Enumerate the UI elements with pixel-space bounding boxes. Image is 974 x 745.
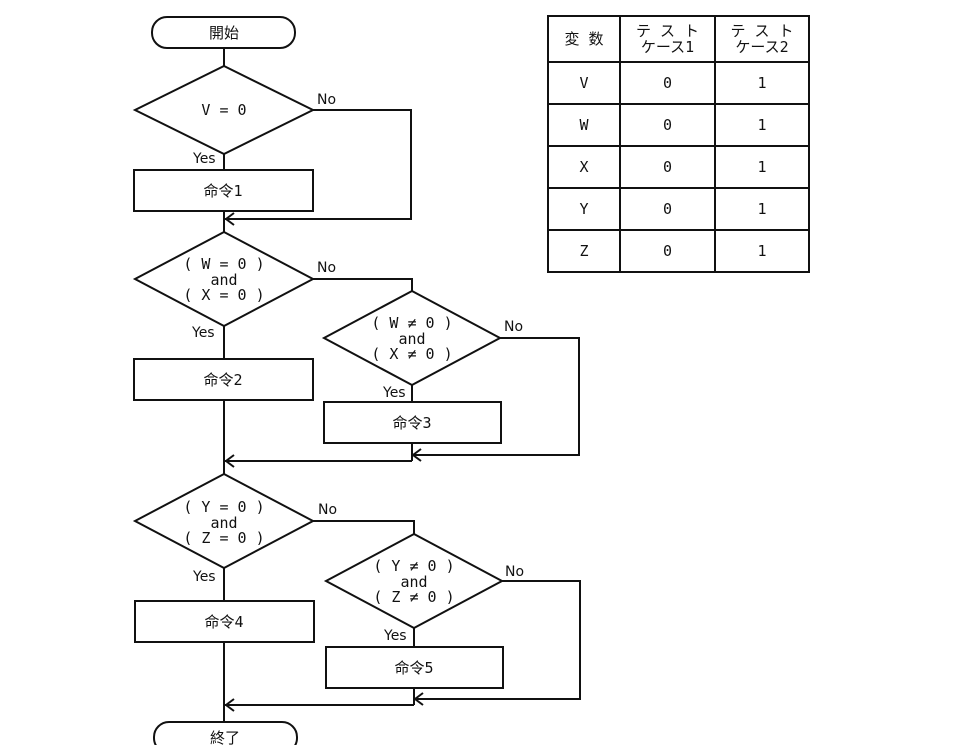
table-row: Y 0 1 bbox=[547, 187, 810, 231]
instruction-2-box: 命令2 bbox=[133, 358, 314, 401]
decision-text: ( Y ≠ 0 ) bbox=[373, 557, 454, 575]
yes-label: Yes bbox=[382, 385, 406, 401]
yes-label: Yes bbox=[192, 151, 216, 167]
arrow-head bbox=[224, 212, 235, 226]
decision-y-and-z-nonzero: ( Y ≠ 0 ) and ( Z ≠ 0 ) bbox=[323, 532, 505, 630]
instruction-label: 命令2 bbox=[203, 371, 242, 389]
decision-text: ( X = 0 ) bbox=[183, 286, 264, 304]
no-branch-line bbox=[224, 109, 412, 220]
table-row: X 0 1 bbox=[547, 145, 810, 189]
arrow-head bbox=[413, 692, 424, 706]
header-variable: 変 数 bbox=[547, 15, 621, 63]
instruction-label: 命令4 bbox=[204, 613, 243, 631]
instruction-4-box: 命令4 bbox=[134, 600, 315, 643]
table-row: W 0 1 bbox=[547, 103, 810, 147]
yes-label: Yes bbox=[383, 628, 407, 644]
no-label: No bbox=[318, 502, 337, 518]
start-label: 開始 bbox=[209, 24, 239, 42]
yes-label: Yes bbox=[191, 325, 215, 341]
end-label: 終了 bbox=[210, 729, 240, 745]
value-cell: 1 bbox=[714, 61, 810, 105]
decision-text: ( Z ≠ 0 ) bbox=[373, 588, 454, 606]
no-branch-line bbox=[313, 520, 415, 534]
decision-text: ( Y = 0 ) bbox=[183, 498, 264, 516]
arrow-head bbox=[224, 698, 235, 712]
table-row: V 0 1 bbox=[547, 61, 810, 105]
decision-text: and bbox=[210, 514, 237, 532]
variable-cell: X bbox=[547, 145, 621, 189]
decision-text: V = 0 bbox=[201, 101, 246, 119]
start-terminal: 開始 bbox=[151, 16, 296, 49]
decision-text: ( W = 0 ) bbox=[183, 255, 264, 273]
arrow-head bbox=[224, 454, 235, 468]
end-terminal: 終了 bbox=[153, 721, 298, 745]
value-cell: 1 bbox=[714, 145, 810, 189]
value-cell: 0 bbox=[619, 61, 716, 105]
decision-text: ( X ≠ 0 ) bbox=[371, 345, 452, 363]
value-cell: 0 bbox=[619, 103, 716, 147]
no-label: No bbox=[317, 92, 336, 108]
table-header-row: 変 数 テ ス ト ケース1 テ ス ト ケース2 bbox=[547, 15, 810, 63]
header-test-case-2: テ ス ト ケース2 bbox=[714, 15, 810, 63]
header-test-case-1: テ ス ト ケース1 bbox=[619, 15, 716, 63]
instruction-label: 命令1 bbox=[203, 182, 242, 200]
value-cell: 1 bbox=[714, 103, 810, 147]
value-cell: 1 bbox=[714, 229, 810, 273]
no-label: No bbox=[505, 564, 524, 580]
test-case-table: 変 数 テ ス ト ケース1 テ ス ト ケース2 V 0 1 W 0 1 X … bbox=[547, 15, 810, 273]
value-cell: 0 bbox=[619, 229, 716, 273]
decision-text: ( W ≠ 0 ) bbox=[371, 314, 452, 332]
instruction-3-box: 命令3 bbox=[323, 401, 502, 444]
arrow-head bbox=[411, 448, 422, 462]
decision-text: ( Z = 0 ) bbox=[183, 529, 264, 547]
value-cell: 1 bbox=[714, 187, 810, 231]
instruction-label: 命令5 bbox=[394, 659, 433, 677]
table-row: Z 0 1 bbox=[547, 229, 810, 273]
no-label: No bbox=[317, 260, 336, 276]
no-branch-line bbox=[414, 580, 581, 700]
variable-cell: Z bbox=[547, 229, 621, 273]
instruction-label: 命令3 bbox=[392, 414, 431, 432]
variable-cell: V bbox=[547, 61, 621, 105]
decision-y-and-z-zero: ( Y = 0 ) and ( Z = 0 ) bbox=[132, 472, 316, 570]
no-branch-line bbox=[313, 278, 413, 291]
variable-cell: Y bbox=[547, 187, 621, 231]
decision-w-and-x-nonzero: ( W ≠ 0 ) and ( X ≠ 0 ) bbox=[321, 289, 503, 387]
decision-text: and bbox=[400, 573, 427, 591]
value-cell: 0 bbox=[619, 187, 716, 231]
instruction-5-box: 命令5 bbox=[325, 646, 504, 689]
no-label: No bbox=[504, 319, 523, 335]
decision-v-zero: V = 0 bbox=[132, 64, 316, 156]
decision-text: and bbox=[210, 271, 237, 289]
yes-label: Yes bbox=[192, 569, 216, 585]
decision-text: and bbox=[398, 330, 425, 348]
variable-cell: W bbox=[547, 103, 621, 147]
decision-w-and-x-zero: ( W = 0 ) and ( X = 0 ) bbox=[132, 230, 316, 328]
no-branch-line bbox=[412, 337, 580, 456]
value-cell: 0 bbox=[619, 145, 716, 189]
instruction-1-box: 命令1 bbox=[133, 169, 314, 212]
